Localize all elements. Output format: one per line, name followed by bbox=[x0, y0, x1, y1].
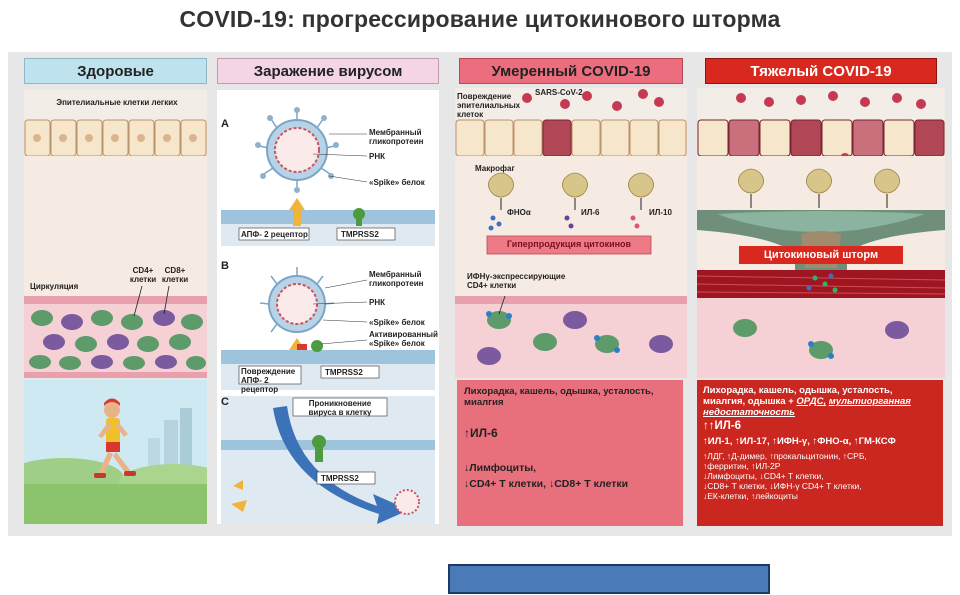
macrophages bbox=[488, 172, 654, 198]
column-severe: Тяжелый COVID-19 bbox=[697, 58, 945, 528]
severe-markers-2: ↑ферритин, ↑ИЛ-2Р bbox=[703, 461, 781, 471]
hyperproduction-label: Гиперпродукция цитокинов bbox=[506, 239, 632, 249]
column-moderate: Умеренный COVID-19 bbox=[455, 58, 687, 528]
damage-label: Повреждение эпителиальных клеток bbox=[457, 92, 521, 119]
severe-markers-1: ↑ЛДГ, ↑Д-димер, ↑прокальцитонин, ↑СРБ, bbox=[703, 451, 867, 461]
moderate-symptoms: Лихорадка, кашель, одышка, усталость, ми… bbox=[464, 386, 654, 408]
moderate-symptoms-box: Лихорадка, кашель, одышка, усталость, ми… bbox=[457, 380, 683, 526]
header-severe: Тяжелый COVID-19 bbox=[705, 58, 937, 84]
moderate-cd-cells: ↓CD4+ Т клетки, ↓CD8+ Т клетки bbox=[464, 478, 629, 490]
cd4-label: CD4+ клетки bbox=[129, 266, 157, 284]
ace2-label: АПФ- 2 рецептор bbox=[241, 230, 308, 239]
moderate-illustration bbox=[455, 88, 687, 378]
panel-a-virus bbox=[221, 107, 435, 246]
column-healthy: Здоровые bbox=[24, 58, 207, 528]
healthy-illustration bbox=[24, 90, 207, 524]
severe-symptoms-text: Лихорадка, кашель, одышка, усталость, ми… bbox=[703, 385, 893, 407]
severe-markers-3: ↓Лимфоциты, ↓CD4+ Т клетки, bbox=[703, 471, 824, 481]
infection-illustration bbox=[217, 90, 439, 524]
membrane-glyco-b-label: Мембранный гликопротеин bbox=[369, 270, 424, 288]
bottom-bar bbox=[448, 564, 770, 594]
ards-text: ОРДС, bbox=[796, 396, 827, 407]
header-moderate: Умеренный COVID-19 bbox=[459, 58, 683, 84]
panel-c-letter: С bbox=[221, 396, 229, 408]
moderate-lymphocytes bbox=[477, 311, 673, 365]
severe-symptoms: Лихорадка, кашель, одышка, усталость, ми… bbox=[703, 385, 937, 418]
epithelium-label: Эпителиальные клетки легких bbox=[56, 98, 178, 107]
circulation-label: Циркуляция bbox=[30, 282, 79, 291]
severe-markers-5: ↓ЕК-клетки, ↑лейкоциты bbox=[703, 491, 798, 501]
severe-symptoms-box: Лихорадка, кашель, одышка, усталость, ми… bbox=[697, 380, 943, 526]
panel-b-virus bbox=[221, 267, 435, 390]
severe-markers-4: ↓CD8+ Т клетки, ↓ИФН-γ CD4+ Т клетки, bbox=[703, 481, 862, 491]
header-infection: Заражение вирусом bbox=[217, 58, 439, 84]
header-healthy: Здоровые bbox=[24, 58, 207, 84]
tnf-label: ФНОα bbox=[507, 208, 531, 217]
damaged-ace2-label: Повреждение АПФ- 2 рецептор bbox=[241, 367, 296, 394]
column-infection: Заражение вирусом bbox=[217, 58, 439, 528]
moderate-lymph: ↓Лимфоциты, bbox=[464, 462, 537, 474]
mof-text: мультиорганная недостаточность bbox=[703, 396, 911, 418]
panel-b-letter: В bbox=[221, 260, 229, 272]
panel-c-entry bbox=[221, 396, 435, 524]
il6-label: ИЛ-6 bbox=[581, 208, 600, 217]
severe-il6: ↑↑ИЛ-6 bbox=[703, 420, 742, 432]
page-title: COVID-19: прогрессирование цитокинового … bbox=[179, 6, 781, 32]
rna-b-label: РНК bbox=[369, 298, 385, 307]
lymphocytes bbox=[29, 310, 206, 370]
entry-label: Проникновение вируса в клетку bbox=[308, 399, 372, 417]
il10-label: ИЛ-10 bbox=[649, 208, 672, 217]
tmprss2-c-label: TMPRSS2 bbox=[321, 474, 359, 483]
cd8-label: CD8+ клетки bbox=[161, 266, 189, 284]
panel-a-letter: А bbox=[221, 118, 229, 130]
severe-illustration bbox=[697, 88, 945, 378]
ifn-cells-label: ИФНγ-экспрессирующие CD4+ клетки bbox=[467, 272, 566, 290]
epithelial-layer bbox=[24, 119, 207, 157]
spike-b-label: «Spike» белок bbox=[369, 318, 425, 327]
spike-label: «Spike» белок bbox=[369, 178, 425, 187]
runner-scene bbox=[24, 380, 207, 524]
rna-label: РНК bbox=[369, 152, 385, 161]
activated-spike-label: Активированный «Spike» белок bbox=[369, 330, 438, 348]
tmprss2-b-label: TMPRSS2 bbox=[325, 368, 363, 377]
tmprss2-label: TMPRSS2 bbox=[341, 230, 379, 239]
severe-cytokines: ↑ИЛ-1, ↑ИЛ-17, ↑ИФН-γ, ↑ФНО-α, ↑ГМ-КСФ bbox=[703, 436, 896, 447]
sars-label: SARS-CoV-2 bbox=[535, 88, 583, 97]
membrane-glyco-label: Мембранный гликопротеин bbox=[369, 128, 424, 146]
moderate-il6: ↑ИЛ-6 bbox=[464, 426, 498, 440]
macrophage-label: Макрофаг bbox=[475, 164, 515, 173]
storm-label: Цитокиновый шторм bbox=[763, 249, 879, 261]
